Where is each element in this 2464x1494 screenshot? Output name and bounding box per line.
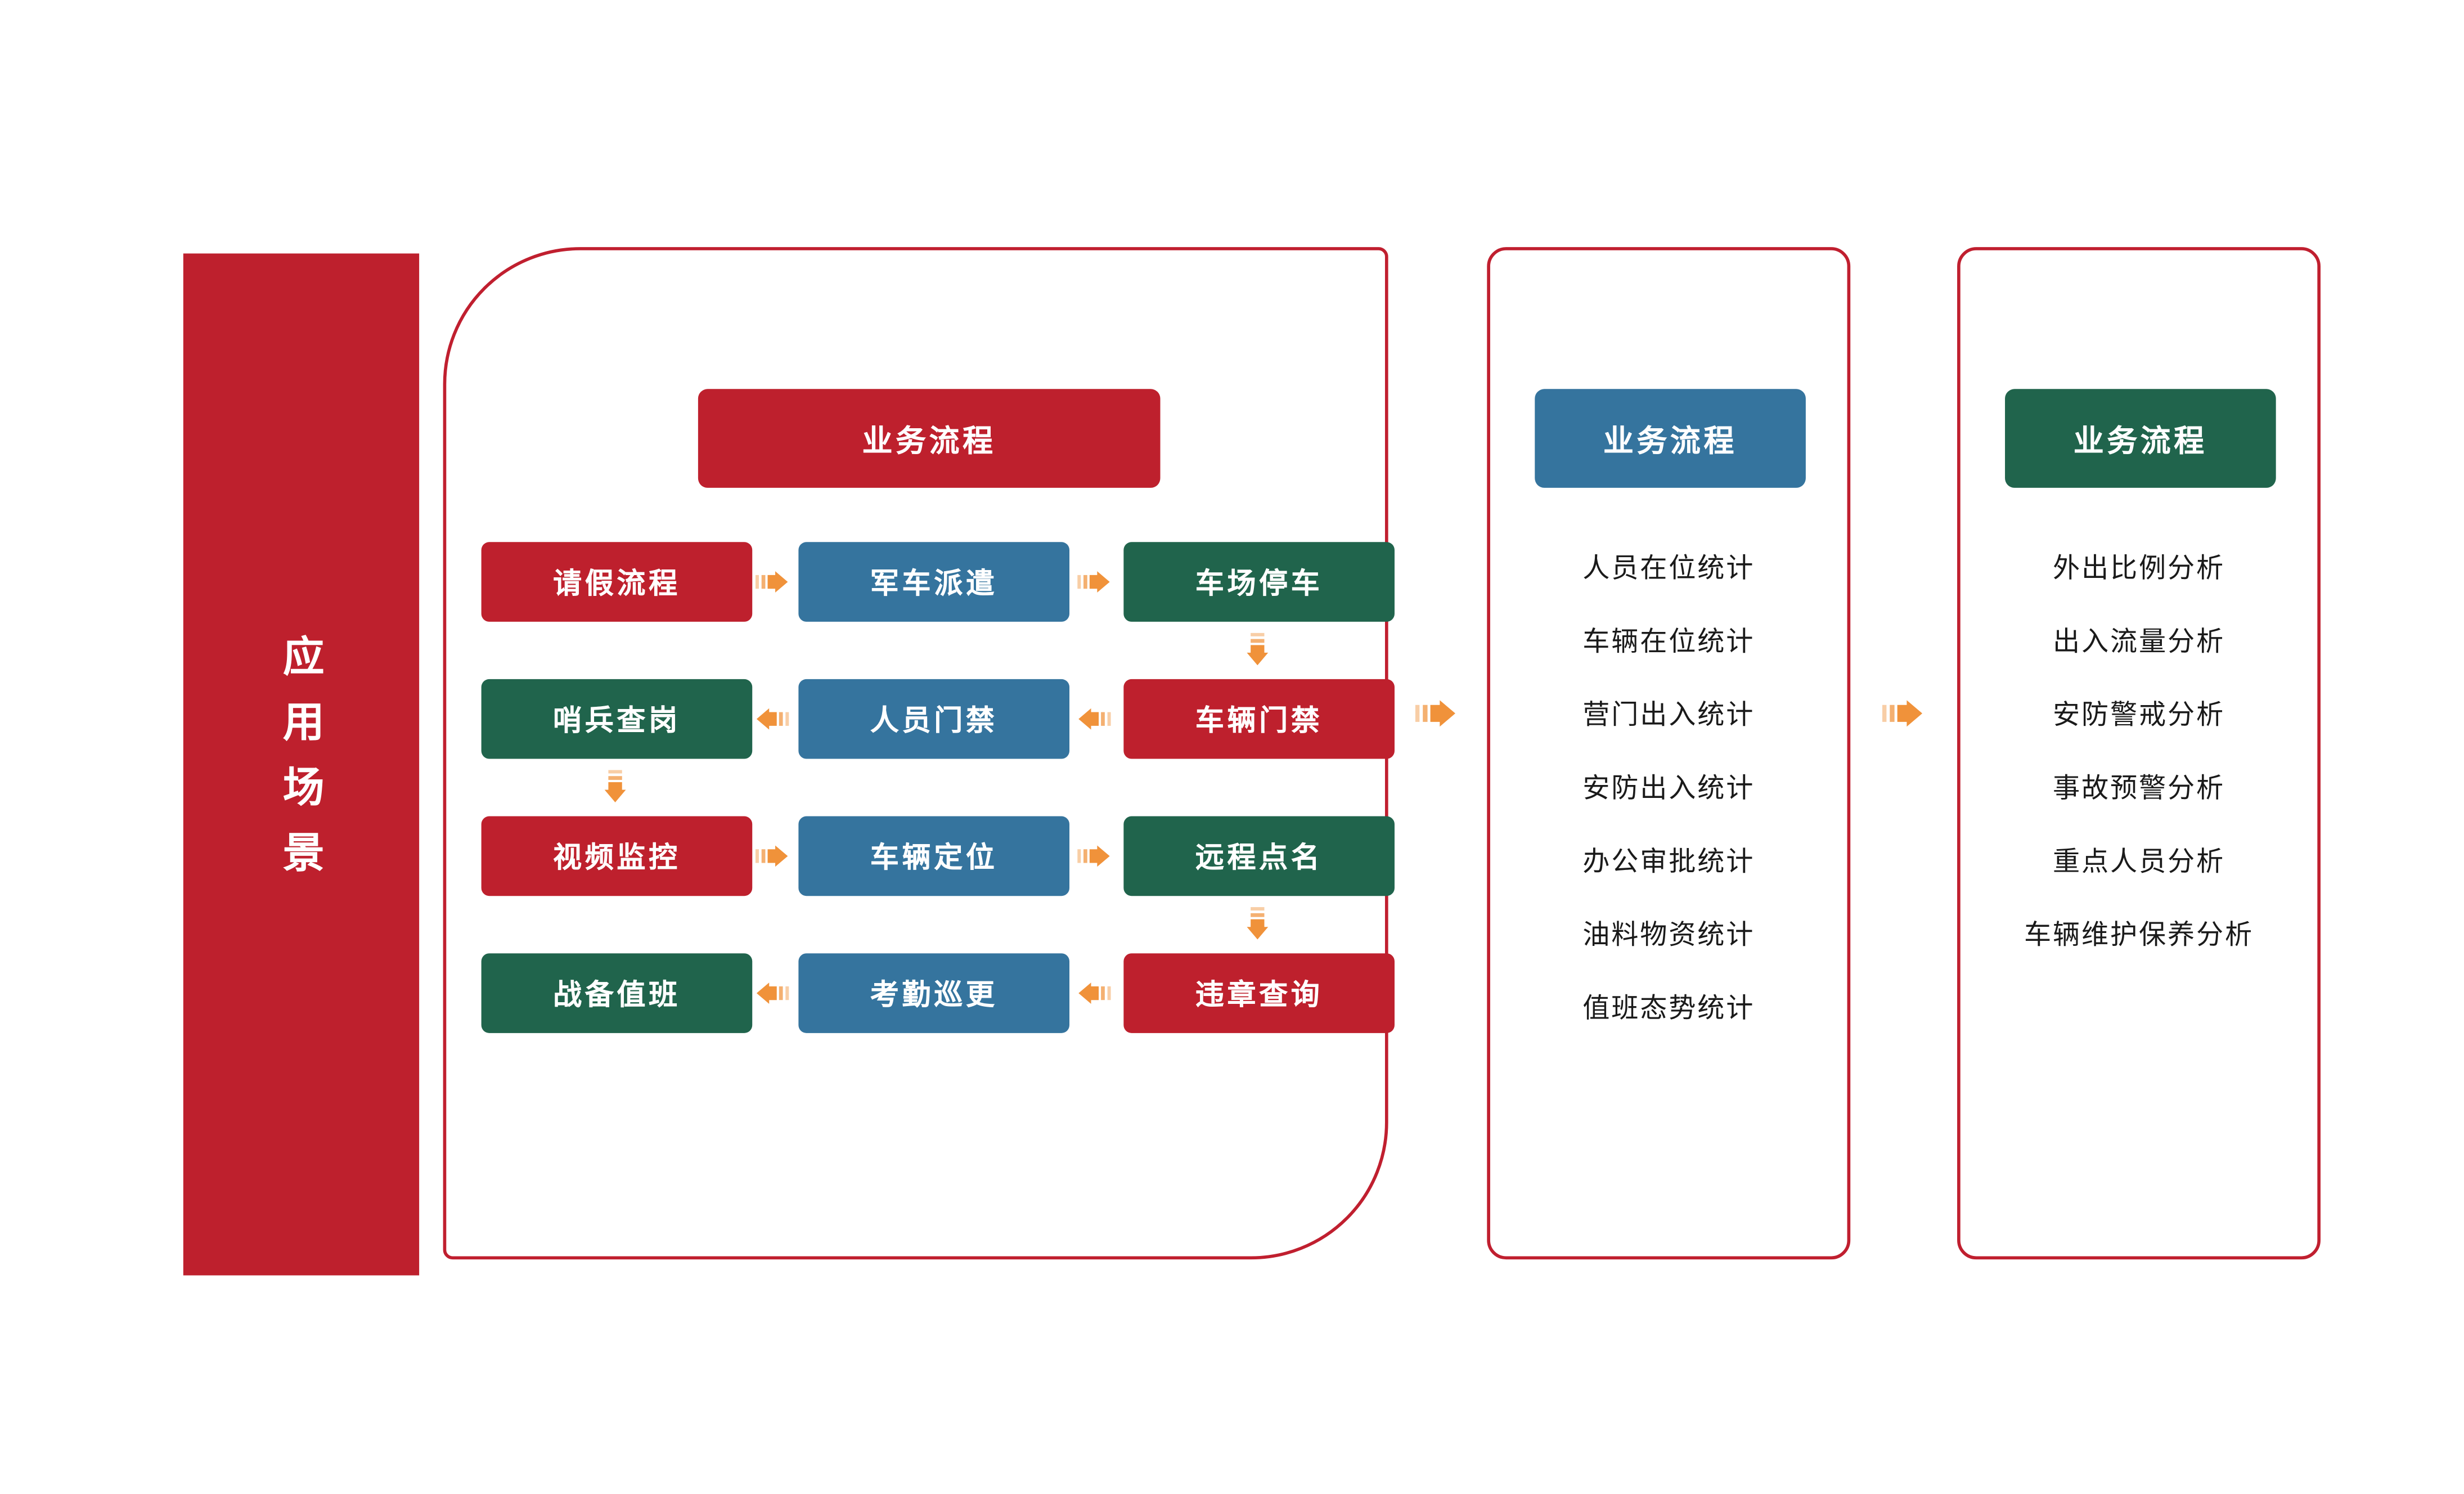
statistics-panel: 业务流程 人员在位统计 车辆在位统计 营门出入统计 安防出入统计 办公审批统计 … (1487, 247, 1851, 1260)
analysis-list-item: 外出比例分析 (2053, 553, 2225, 584)
flow-box-leave-process: 请假流程 (481, 542, 753, 622)
flow-arrow-down-icon (1245, 632, 1270, 666)
flow-box-label: 视频监控 (553, 841, 681, 874)
flow-box-label: 请假流程 (553, 567, 681, 600)
flow-box-parking: 车场停车 (1123, 542, 1395, 622)
flow-box-attendance-patrol: 考勤巡更 (798, 953, 1070, 1033)
flow-arrow-right-icon (1077, 569, 1110, 594)
flow-arrow-left-icon (756, 980, 789, 1006)
analysis-list-item: 出入流量分析 (2053, 626, 2225, 657)
statistics-list-item: 值班态势统计 (1582, 993, 1755, 1024)
analysis-list-item: 车辆维护保养分析 (2024, 919, 2254, 950)
analysis-list-item: 事故预警分析 (2053, 773, 2225, 804)
application-scenarios-banner: 应用场景 (183, 253, 420, 1276)
flow-box-personnel-access: 人员门禁 (798, 679, 1070, 759)
flow-box-label: 战备值班 (553, 979, 681, 1011)
flow-arrow-left-icon (1077, 980, 1111, 1006)
business-flow-header: 业务流程 (698, 389, 1161, 488)
flow-arrow-right-icon (1077, 844, 1110, 869)
flow-box-label: 哨兵查岗 (553, 705, 681, 737)
analysis-panel-header-label: 业务流程 (2073, 425, 2207, 459)
flow-box-label: 车辆定位 (870, 841, 998, 874)
statistics-list-item: 办公审批统计 (1582, 846, 1755, 877)
flow-box-label: 人员门禁 (870, 705, 998, 737)
business-flow-panel: 业务流程 请假流程 军车派遣 车场停车 哨兵查岗 人员门禁 车辆门禁 视频监控 … (443, 247, 1395, 1260)
analysis-panel-header: 业务流程 (2005, 389, 2276, 488)
flow-box-label: 军车派遣 (870, 567, 998, 600)
flow-box-remote-roll-call: 远程点名 (1123, 816, 1395, 896)
flow-box-vehicle-access: 车辆门禁 (1123, 679, 1395, 759)
flow-box-vehicle-positioning: 车辆定位 (798, 816, 1070, 896)
flow-box-video-surveillance: 视频监控 (481, 816, 753, 896)
flow-box-military-vehicle-dispatch: 军车派遣 (798, 542, 1070, 622)
flow-box-label: 车辆门禁 (1195, 705, 1323, 737)
flow-box-sentry-inspection: 哨兵查岗 (481, 679, 753, 759)
panel-connector-arrow-right-icon (1415, 698, 1457, 729)
analysis-list-item: 安防警戒分析 (2053, 699, 2225, 730)
statistics-list-item: 车辆在位统计 (1582, 626, 1755, 657)
flow-arrow-right-icon (755, 569, 789, 594)
flow-arrow-down-icon (1245, 907, 1270, 940)
flow-arrow-left-icon (1077, 706, 1111, 732)
analysis-panel: 业务流程 外出比例分析 出入流量分析 安防警戒分析 事故预警分析 重点人员分析 … (1957, 247, 2321, 1260)
flow-arrow-down-icon (602, 770, 628, 803)
business-flow-header-label: 业务流程 (862, 425, 996, 459)
statistics-list-item: 油料物资统计 (1582, 919, 1755, 950)
flow-box-label: 远程点名 (1195, 841, 1323, 874)
panel-connector-arrow-right-icon (1882, 698, 1924, 729)
flow-box-label: 车场停车 (1195, 567, 1323, 600)
flow-box-combat-duty: 战备值班 (481, 953, 753, 1033)
analysis-list-item: 重点人员分析 (2053, 846, 2225, 877)
flow-box-violation-query: 违章查询 (1123, 953, 1395, 1033)
flow-arrow-right-icon (755, 844, 789, 869)
flow-box-label: 违章查询 (1195, 979, 1323, 1011)
statistics-list-item: 安防出入统计 (1582, 773, 1755, 804)
flow-arrow-left-icon (756, 706, 789, 732)
statistics-panel-header-label: 业务流程 (1603, 425, 1738, 459)
statistics-list-item: 人员在位统计 (1582, 553, 1755, 584)
flow-box-label: 考勤巡更 (870, 979, 998, 1011)
application-scenarios-title: 应用场景 (277, 634, 325, 895)
statistics-panel-header: 业务流程 (1535, 389, 1806, 488)
statistics-list-item: 营门出入统计 (1582, 699, 1755, 730)
